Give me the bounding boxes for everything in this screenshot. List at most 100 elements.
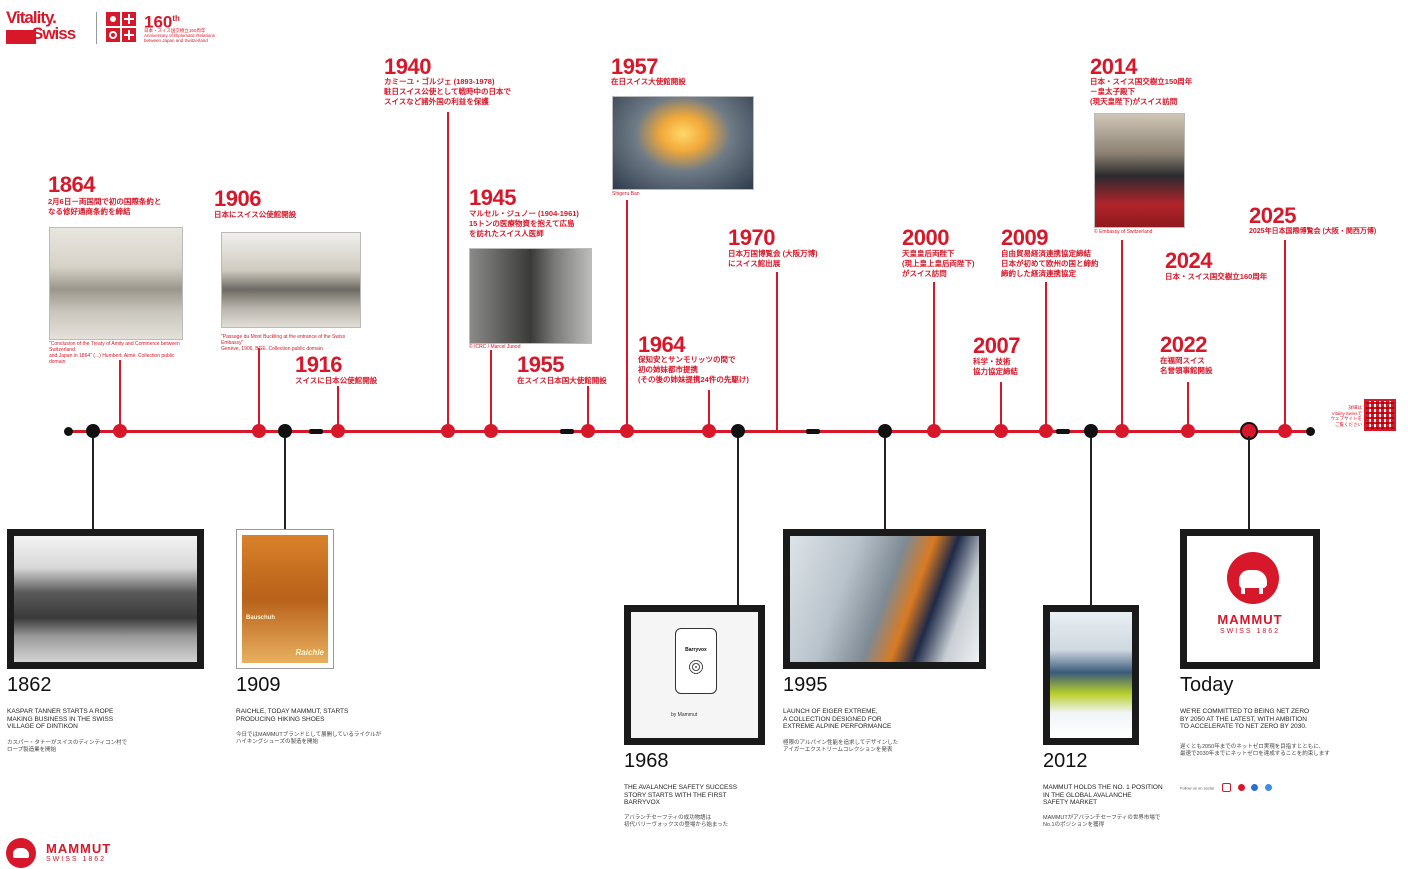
event-2000-dot [927,424,941,438]
event-2009-tick [1045,282,1047,432]
facebook-icon[interactable] [1251,784,1259,792]
mammut-1909-year: 1909 [236,674,281,696]
mammut-mammoth-icon [1227,552,1279,604]
event-1940-year: 1940 [384,54,431,79]
event-1940-text: カミーユ・ゴルジェ (1893-1978) 駐日スイス公使として戦時中の日本で … [384,77,512,106]
mammut-1995-jp: 極限のアルパイン性能を追求してデザインした アイガーエクストリームコレクションを… [783,740,899,753]
event-2025-year: 2025 [1249,203,1296,228]
event-1906-dot [252,424,266,438]
event-1955-text: 在スイス日本国大使館開設 [517,376,607,385]
event-2022-year: 2022 [1160,332,1207,357]
event-1955-tick [587,386,589,432]
event-1945-tick [490,350,492,432]
event-1957-caption: Shigeru Ban [612,191,640,197]
event-1916-year: 1916 [295,352,342,377]
mammut-today-jp: 遅くとも2050年までのネットゼロ実現を目指すとともに、 最速で2030年までに… [1180,744,1330,757]
event-2007-year: 2007 [973,333,1020,358]
event-1955-year: 1955 [517,352,564,377]
vitality-swiss-logo-bar [6,30,36,44]
event-2007-text: 科学・技術 協力協定締結 [973,357,1018,376]
axis-gap-marker [309,429,323,434]
mammut-today-year: Today [1180,674,1234,696]
event-1957-tick [626,200,628,432]
today-sub: SWISS 1862 [1219,628,1281,635]
event-1957-dot [620,424,634,438]
event-2000-tick [933,282,935,432]
event-1906-tick [258,348,260,432]
mammut-1995-photo [783,529,986,669]
event-1940-tick [447,112,449,432]
shoe-poster-brand: Raichle [295,648,324,657]
event-2022-dot [1181,424,1195,438]
mammut-1909-dot [278,424,292,438]
event-2024-text: 日本・スイス国交樹立160周年 [1165,272,1268,281]
mammut-footer-mammoth-icon [6,838,36,868]
mammut-1862-year: 1862 [7,674,52,696]
event-1906-caption: "Passage du Mont Buckling at the entranc… [221,334,346,352]
event-1864-photo [49,227,183,340]
event-1945-text: マルセル・ジュノー (1904-1961) 15トンの医療物資を抱えて広島 を訪… [469,209,579,238]
barryvox-label: Barryvox [685,647,707,653]
globe-icon[interactable] [1264,784,1272,792]
anniversary-en-2: between Japan and Switzerland [144,38,208,43]
instagram-icon[interactable] [1222,783,1232,793]
event-1916-dot [331,424,345,438]
anniversary-sup: th [172,14,180,23]
event-2007-dot [994,424,1008,438]
barryvox-device-icon: Barryvox [675,628,717,694]
anniversary-en-1: Anniversary of Diplomatic Relations [144,33,216,38]
event-1864-caption: "Conclusion of the Treaty of Amity and C… [49,341,180,365]
mammut-2012-en: Mammut holds the No. 1 position in the g… [1043,784,1163,806]
timeline-start-cap [64,427,73,436]
mammut-2012-year: 2012 [1043,750,1088,772]
event-2025-dot [1278,424,1292,438]
event-1945-photo [469,248,592,344]
event-1957-text: 在日スイス大使館開設 [611,77,686,86]
qr-code-icon[interactable] [1364,399,1396,431]
anniversary-logo: 160th 日本・スイス国交樹立160周年 Anniversary of Dip… [106,10,236,46]
event-2014-photo [1094,113,1185,228]
event-2025-text: 2025年日本国際博覧会 (大阪・関西万博) [1249,228,1377,235]
event-2000-text: 天皇皇后両陛下 (現上皇上皇后両陛下) がスイス訪問 [902,249,975,278]
mammut-1968-jp: アバランチセーフティの成功物語は 初代バリーヴォックスの登場から始まった [624,815,729,828]
mammut-footer-sub: SWISS 1862 [46,856,107,863]
mammut-1968-tick [737,431,739,605]
mammut-1909-photo: Bauschuh Raichle [236,529,334,669]
axis-gap-marker [560,429,574,434]
event-1964-tick [708,390,710,432]
mammut-1909-tick [284,431,286,529]
timeline-end-cap [1306,427,1315,436]
event-2024-year: 2024 [1165,248,1212,273]
axis-gap-marker [1056,429,1070,434]
header-divider [96,12,97,44]
mammut-1862-jp: カスパー・タナーがスイスのディンティコン村で ロープ製造業を開始 [7,740,128,753]
mammut-2012-jp: MAMMUTがアバランチセーフティの世界市場で No.1のポジションを獲得 [1043,815,1161,828]
event-1955-dot [581,424,595,438]
vitality-swiss-logo: Vitality. Swiss [6,9,86,44]
event-1964-dot [702,424,716,438]
event-1864-tick [119,360,121,432]
event-2014-text: 日本・スイス国交樹立150周年 －皇太子殿下 (現天皇陛下)がスイス訪問 [1090,77,1193,106]
event-2007-tick [1000,382,1002,432]
youtube-icon[interactable] [1237,784,1245,792]
mammut-footer-brand: MAMMUT [46,841,112,856]
vitality-swiss-logo-text-2: Swiss [32,24,76,43]
mammut-today-en: We're committed to being net zero by 205… [1180,708,1310,730]
event-2014-caption: © Embassy of Switzerland [1094,229,1153,235]
event-2022-text: 在福岡スイス 名誉領事館開設 [1160,356,1213,375]
event-2014-tick [1121,240,1123,432]
mammut-1968-dot [731,424,745,438]
mammut-1995-en: Launch of Eiger Extreme, a collection de… [783,708,892,730]
event-2009-text: 自由貿易経済連携協定締結 日本が初めて欧州の国と締約 締約した経済連携協定 [1001,249,1099,278]
timeline-axis [68,430,1312,433]
mammut-1909-en: Raichle, today Mammut, starts producing … [236,708,349,723]
flag-grid-icon [106,12,136,42]
event-1970-tick [776,272,778,432]
event-1945-caption: © ICRC / Marcel Junod [469,344,521,350]
mammut-today-tick [1248,436,1250,529]
mammut-1968-year: 1968 [624,750,669,772]
mammut-1995-year: 1995 [783,674,828,696]
event-1906-text: 日本にスイス公使館開設 [214,210,297,219]
mammut-1909-jp: 今日ではMAMMUTブランドとして展開しているライクルが ハイキングシューズの製… [236,732,382,745]
event-2025-tick [1284,240,1286,432]
